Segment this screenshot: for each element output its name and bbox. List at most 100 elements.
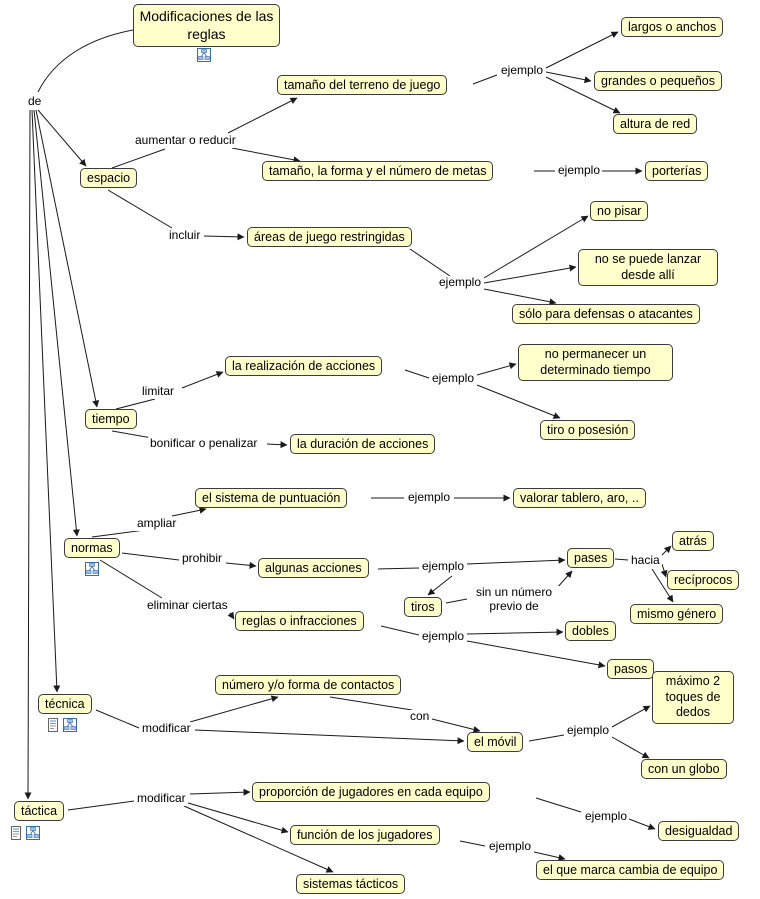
link-label-ejemplo-4[interactable]: ejemplo [430, 371, 477, 386]
concept-normas[interactable]: normas [64, 538, 120, 558]
concept-solo-defensas[interactable]: sólo para defensas o atacantes [512, 304, 700, 324]
edge [91, 529, 146, 538]
link-label-ejemplo-9[interactable]: ejemplo [583, 809, 630, 824]
link-label-modificar-2[interactable]: modificar [135, 791, 188, 806]
edge [628, 818, 656, 830]
concept-tiempo[interactable]: tiempo [85, 409, 137, 429]
edge [545, 76, 621, 114]
edge [187, 802, 289, 834]
link-label-ampliar[interactable]: ampliar [135, 516, 179, 531]
edge [189, 695, 279, 723]
concept-no-permanecer[interactable]: no permanecer un determinado tiempo [518, 344, 673, 382]
link-label-ejemplo-8[interactable]: ejemplo [565, 723, 612, 738]
link-label-aumentar-o-reducir[interactable]: aumentar o reducir [133, 133, 238, 148]
concept-map-resource-icon[interactable] [63, 718, 77, 732]
edge [476, 384, 561, 419]
concept-tiro-posesion[interactable]: tiro o posesión [540, 420, 636, 440]
concept-reglas-infracciones[interactable]: reglas o infracciones [235, 611, 364, 631]
concept-title[interactable]: Modificaciones de las reglas [133, 4, 280, 47]
edge [466, 556, 566, 565]
edge [183, 805, 334, 873]
link-label-ejemplo-3[interactable]: ejemplo [437, 275, 484, 290]
concept-tiros[interactable]: tiros [404, 597, 442, 617]
edge [37, 29, 134, 93]
link-label-ejemplo-7[interactable]: ejemplo [420, 629, 467, 644]
concept-mismo-genero[interactable]: mismo género [630, 604, 724, 624]
edge [545, 31, 619, 69]
edge [33, 109, 80, 537]
concept-el-movil[interactable]: el móvil [467, 732, 524, 752]
concept-no-pisar[interactable]: no pisar [590, 201, 649, 221]
edge [266, 441, 288, 449]
concept-map-resource-icon[interactable] [85, 562, 99, 576]
link-label-ejemplo-1[interactable]: ejemplo [499, 63, 546, 78]
document-resource-icon[interactable] [46, 718, 60, 732]
link-label-sin-numero-previo[interactable]: sin un número previo de [468, 585, 560, 614]
concept-altura-red[interactable]: altura de red [613, 114, 698, 134]
concept-porterias[interactable]: porterías [645, 161, 709, 181]
link-label-bonificar-o-penalizar[interactable]: bonificar o penalizar [148, 436, 260, 451]
link-label-ejemplo-5[interactable]: ejemplo [406, 490, 453, 505]
edge [528, 734, 565, 742]
concept-largos-anchos[interactable]: largos o anchos [621, 17, 724, 37]
link-label-limitar[interactable]: limitar [140, 384, 176, 399]
edge [227, 97, 298, 134]
concept-tamano-forma-metas[interactable]: tamaño, la forma y el número de metas [262, 161, 494, 181]
concept-con-globo[interactable]: con un globo [641, 759, 727, 779]
edge [225, 561, 257, 569]
edge [111, 430, 153, 439]
edge [660, 563, 668, 578]
link-label-ejemplo-2[interactable]: ejemplo [556, 163, 603, 178]
concept-numero-contactos[interactable]: número y/o forma de contactos [215, 675, 402, 695]
concept-atras[interactable]: atrás [672, 531, 714, 551]
concept-grandes-pequenos[interactable]: grandes o pequeños [594, 71, 722, 91]
concept-realizacion-acciones[interactable]: la realización de acciones [225, 356, 383, 376]
concept-pasos[interactable]: pasos [607, 659, 655, 679]
edge [24, 109, 32, 800]
link-label-ejemplo-6[interactable]: ejemplo [420, 559, 467, 574]
edge [661, 545, 672, 556]
link-label-prohibir[interactable]: prohibir [180, 551, 225, 566]
link-label-de[interactable]: de [26, 94, 44, 109]
concept-map-resource-icon[interactable] [26, 826, 40, 840]
link-label-modificar-1[interactable]: modificar [140, 721, 193, 736]
link-label-hacia[interactable]: hacia [629, 553, 662, 568]
edge [111, 148, 166, 169]
concept-maximo-toques[interactable]: máximo 2 toques de dedos [652, 671, 734, 724]
link-label-eliminar-ciertas[interactable]: eliminar ciertas [145, 598, 230, 613]
edge [171, 506, 207, 517]
concept-marca-cambia[interactable]: el que marca cambia de equipo [536, 860, 725, 880]
concept-espacio[interactable]: espacio [80, 168, 138, 188]
concept-pases[interactable]: pases [567, 548, 615, 568]
concept-no-lanzar[interactable]: no se puede lanzar desde allí [578, 249, 718, 287]
concept-proporcion-jugadores[interactable]: proporción de jugadores en cada equipo [252, 782, 490, 802]
concept-dobles[interactable]: dobles [565, 621, 616, 641]
concept-reciprocos[interactable]: recíprocos [667, 570, 740, 590]
link-label-con[interactable]: con [408, 709, 432, 724]
concept-funcion-jugadores[interactable]: función de los jugadores [290, 825, 440, 845]
concept-areas-restringidas[interactable]: áreas de juego restringidas [247, 227, 412, 247]
link-label-ejemplo-10[interactable]: ejemplo [487, 839, 534, 854]
edge [483, 264, 577, 284]
edge [231, 147, 301, 164]
concept-tactica[interactable]: táctica [14, 801, 65, 821]
document-resource-icon[interactable] [9, 826, 23, 840]
edge [431, 718, 481, 733]
concept-tecnica[interactable]: técnica [38, 694, 92, 714]
concept-tamano-terreno[interactable]: tamaño del terreno de juego [277, 75, 448, 95]
edge [203, 233, 245, 241]
edge [115, 398, 156, 410]
edge [556, 570, 573, 589]
concept-map-resource-icon[interactable] [197, 48, 211, 62]
concept-duracion-acciones[interactable]: la duración de acciones [290, 434, 436, 454]
edge [483, 215, 589, 279]
concept-algunas-acciones[interactable]: algunas acciones [258, 558, 369, 578]
concept-sistema-puntuacion[interactable]: el sistema de puntuación [195, 488, 348, 508]
link-label-incluir[interactable]: incluir [167, 228, 203, 243]
edge [329, 696, 413, 711]
concept-valorar-tablero[interactable]: valorar tablero, aro, .. [513, 488, 646, 508]
edge [194, 729, 465, 745]
concept-desigualdad[interactable]: desigualdad [658, 821, 740, 841]
concept-sistemas-tacticos[interactable]: sistemas tácticos [296, 874, 406, 894]
